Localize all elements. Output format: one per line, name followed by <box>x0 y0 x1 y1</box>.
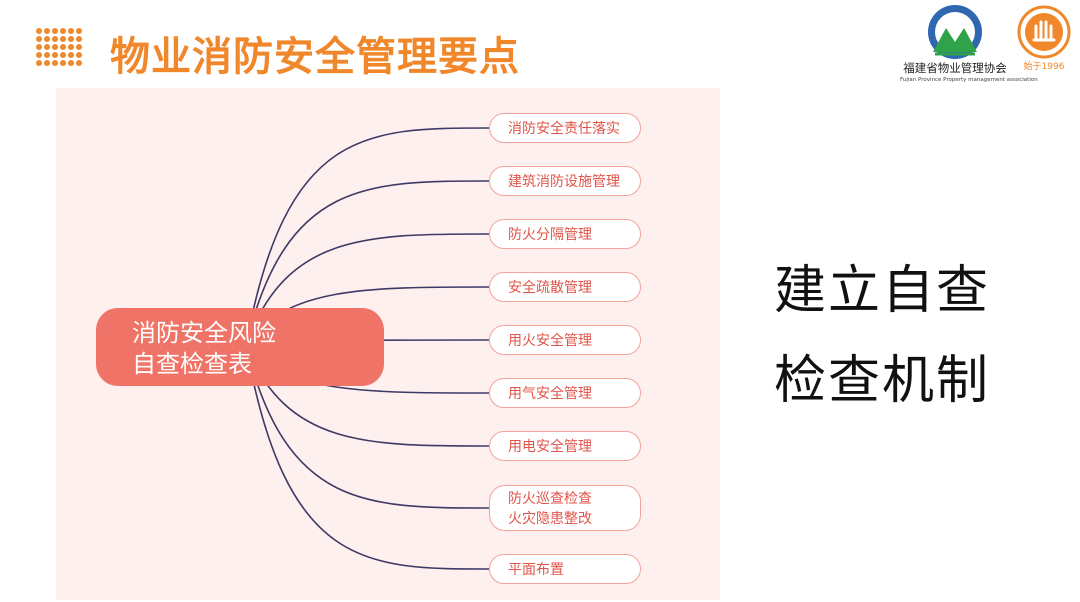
center-node-line-1: 消防安全风险 <box>132 319 276 347</box>
branch-node: 消防安全责任落实 <box>489 113 641 143</box>
branch-label: 消防安全责任落实 <box>508 121 620 137</box>
side-heading-line-1: 建立自查 <box>774 261 991 321</box>
branch-label: 安全疏散管理 <box>508 280 592 296</box>
branch-node: 建筑消防设施管理 <box>489 166 641 196</box>
branch-node: 用火安全管理 <box>489 325 641 355</box>
badge-logo: 始于1996 <box>1016 4 1072 74</box>
association-english-name: Fujian Province Property management asso… <box>900 77 1038 83</box>
association-name: 福建省物业管理协会 <box>903 61 1007 75</box>
branch-label: 用电安全管理 <box>508 439 592 455</box>
branch-node: 防火巡查检查火灾隐患整改 <box>489 485 641 531</box>
branch-label: 建筑消防设施管理 <box>508 174 620 190</box>
branch-label: 防火分隔管理 <box>508 227 592 243</box>
decorative-dot-grid <box>36 28 84 68</box>
connector-line <box>245 127 490 346</box>
branch-node: 用电安全管理 <box>489 431 641 461</box>
hand-badge-icon <box>1017 5 1071 59</box>
connector-line <box>245 344 490 570</box>
mindmap-center-node: 消防安全风险 自查检查表 <box>96 308 384 386</box>
branch-node: 平面布置 <box>489 554 641 584</box>
association-logo: 福建省物业管理协会 Fujian Province Property manag… <box>900 2 1038 88</box>
branch-label: 用气安全管理 <box>508 386 592 402</box>
mountain-emblem-icon <box>928 5 982 59</box>
branch-label-line-2: 火灾隐患整改 <box>508 511 592 527</box>
center-node-line-2: 自查检查表 <box>132 350 252 378</box>
branch-label: 平面布置 <box>508 562 564 578</box>
branch-node: 用气安全管理 <box>489 378 641 408</box>
branch-node: 防火分隔管理 <box>489 219 641 249</box>
connector-line <box>245 180 490 346</box>
connector-line <box>245 233 490 346</box>
connector-line <box>245 344 490 509</box>
side-heading-line-2: 检查机制 <box>774 351 991 411</box>
slide-title: 物业消防安全管理要点 <box>110 34 520 80</box>
branch-node: 安全疏散管理 <box>489 272 641 302</box>
badge-caption: 始于1996 <box>1023 62 1065 72</box>
branch-label-line-1: 防火巡查检查 <box>508 491 592 507</box>
branch-label: 用火安全管理 <box>508 333 592 349</box>
